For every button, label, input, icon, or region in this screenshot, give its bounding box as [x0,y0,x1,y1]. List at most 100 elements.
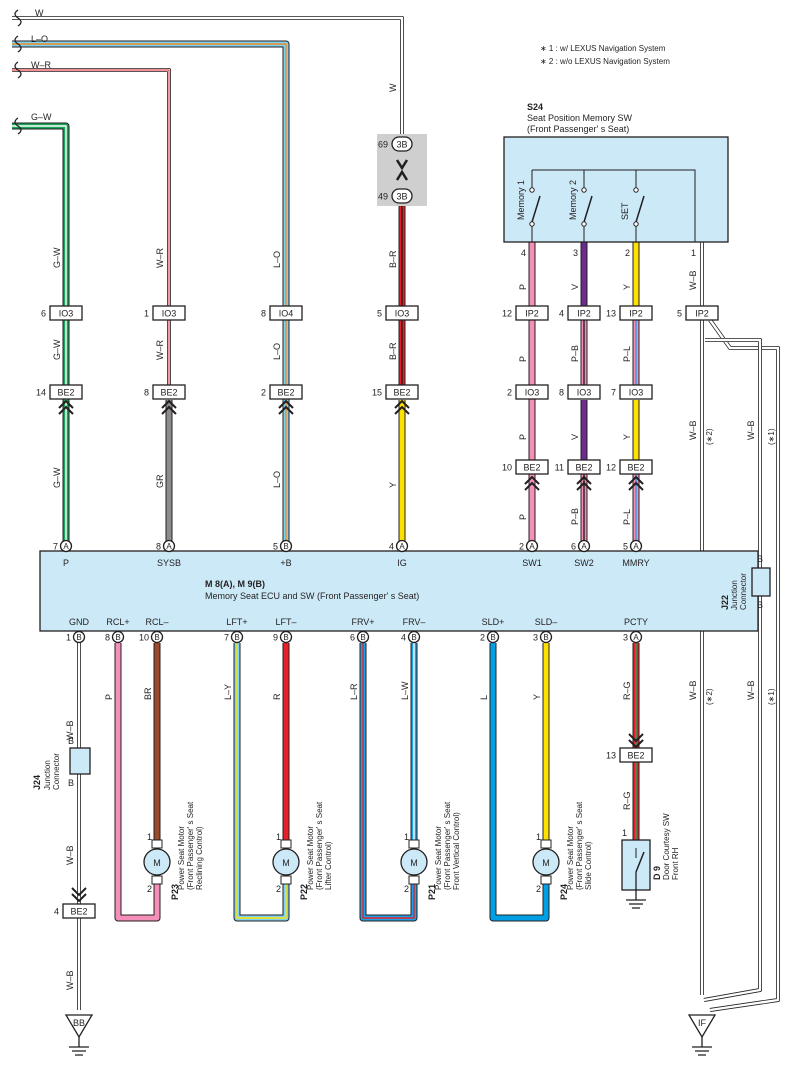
motor-frv-a-stripe [362,643,415,919]
j24-sub: Connector [52,753,61,790]
break-mark-0 [14,9,22,27]
s24-common-2 [650,169,696,242]
conn-be2b-0-code: BE2 [523,463,540,473]
motor-rcl-a [114,643,161,922]
motor-letter-3: M [542,858,550,868]
conn-be2-1-pin: 8 [144,388,149,398]
lbl-wb-3: W–B [746,420,756,440]
door-sw-pin: 1 [622,828,627,838]
ecu-bot-term-0 [72,630,86,644]
conn-row1-5-code: IP2 [577,309,591,319]
s24-sw-c2-1 [581,187,587,193]
wire-wb-alt [708,318,780,1012]
motor-pin2-3: 2 [536,884,541,894]
conn-row1-3-pin: 5 [377,309,382,319]
conn-row1-6-pin: 13 [606,309,616,319]
lbl-y-1: Y [622,284,632,290]
motor-letter-0: M [153,858,161,868]
ecu-bot-term-7-conn: B [490,633,495,642]
ecu-bot-term-1-conn: B [115,633,120,642]
conn-io3b-2-pin: 7 [611,388,616,398]
j22-box [751,567,771,597]
wire-wr-stripe [12,69,170,310]
conn-be2b-2-pin: 12 [606,463,616,473]
lbl-gr: GR [155,474,165,488]
conn-be2b-1-pin: 11 [555,463,564,473]
ecu-bot-term-2-pin: 10 [139,633,149,643]
note-mark-2b: (∗2) [705,688,714,705]
conn-row1-0-code: IO3 [59,309,74,319]
chev-be2-1 [161,399,177,409]
conn-row1-2 [269,305,303,321]
s24-pin-1: 3 [573,248,578,258]
lbl-wb-gnd-1: W–B [65,720,75,740]
components-layer: ∗ 1 : w/ LEXUS Navigation System ∗ 2 : w… [31,8,759,632]
motor-sld-a [489,643,550,922]
conn-row1-4-code: IP2 [525,309,539,319]
ecu-top-term-1 [162,539,176,553]
conn-be2-2-pin: 2 [261,388,266,398]
ecu-bot-label-5: FRV+ [351,617,374,627]
conn-row1-3-code: IO3 [395,309,410,319]
lbl-pb-2: P–B [570,508,580,525]
lbl-pl-1: P–L [622,346,632,362]
conn-be2-1-code: BE2 [160,388,177,398]
chev-be2b-1-b [576,481,592,491]
door-sw-blade [635,851,645,873]
conn-row1-1 [152,305,186,321]
motor-3 [532,848,560,876]
ecu-top-term-6-conn: A [633,542,639,551]
ground-bb-icon [69,1037,89,1056]
motor-1 [272,848,300,876]
ecu-bot-label-0: GND [69,617,90,627]
j24-pin-top: B [68,736,74,746]
lbl-y-ig: Y [388,482,398,488]
chev-be2b-2-b [628,481,644,491]
motor-code-2: P21 [427,884,437,900]
conn-row1-0 [49,305,83,321]
j22-sub: Connector [739,573,748,610]
break-mark-3 [14,117,22,135]
conn-be2-gnd-code: BE2 [70,907,87,917]
ground-bb-label: BB [73,1018,85,1028]
chev-be2-3-b [394,405,410,415]
note-1: ∗ 1 : w/ LEXUS Navigation System [540,44,666,53]
conn-row1-7-code: IP2 [695,309,709,319]
chev-be2b-2 [628,475,644,485]
motor-code-3: P24 [559,884,569,900]
ecu-top-term-3-pin: 4 [389,542,394,552]
ecu-top-term-2 [279,539,293,553]
ecu-top-term-4-conn: A [529,542,535,551]
ecu-bot-term-8-pin: 3 [533,633,538,643]
conn-be2b-1-code: BE2 [575,463,592,473]
ecu-bot-term-7 [486,630,500,644]
lbl-w-1: W [388,83,398,92]
conn-be2-2 [269,384,303,400]
lbl-gw-3: G–W [52,467,62,488]
lbl-ly: L–Y [223,684,233,700]
motor-line1-3: Power Seat Motor [566,826,575,890]
motor-line3-1: Lifter Control) [324,841,333,890]
ecu-bot-term-7-pin: 2 [480,633,485,643]
ecu-bot-label-6: FRV– [403,617,426,627]
chev-be2-3 [394,399,410,409]
conn-io3b-1-pin: 8 [559,388,564,398]
motor-2 [400,848,428,876]
wire-gw-top [12,122,70,310]
s24-sw-c1-2 [633,221,639,227]
conn-row1-1-code: IO3 [162,309,177,319]
ecu-top-term-5-conn: A [581,542,587,551]
ecu-top-term-4 [525,539,539,553]
wire-gw-top-fill [12,123,69,310]
lbl-br-1: B–R [388,250,398,268]
conn-be2-1 [152,384,186,400]
wire-lo-top-fill [12,41,289,310]
ecu-top-term-0-conn: A [63,542,69,551]
conn-be2b-2 [619,459,653,475]
conn-row1-7-pin: 5 [677,309,682,319]
lbl-wb-gnd-2: W–B [65,845,75,865]
j22-code: J22 [720,595,730,610]
ecu-bot-term-8 [539,630,553,644]
